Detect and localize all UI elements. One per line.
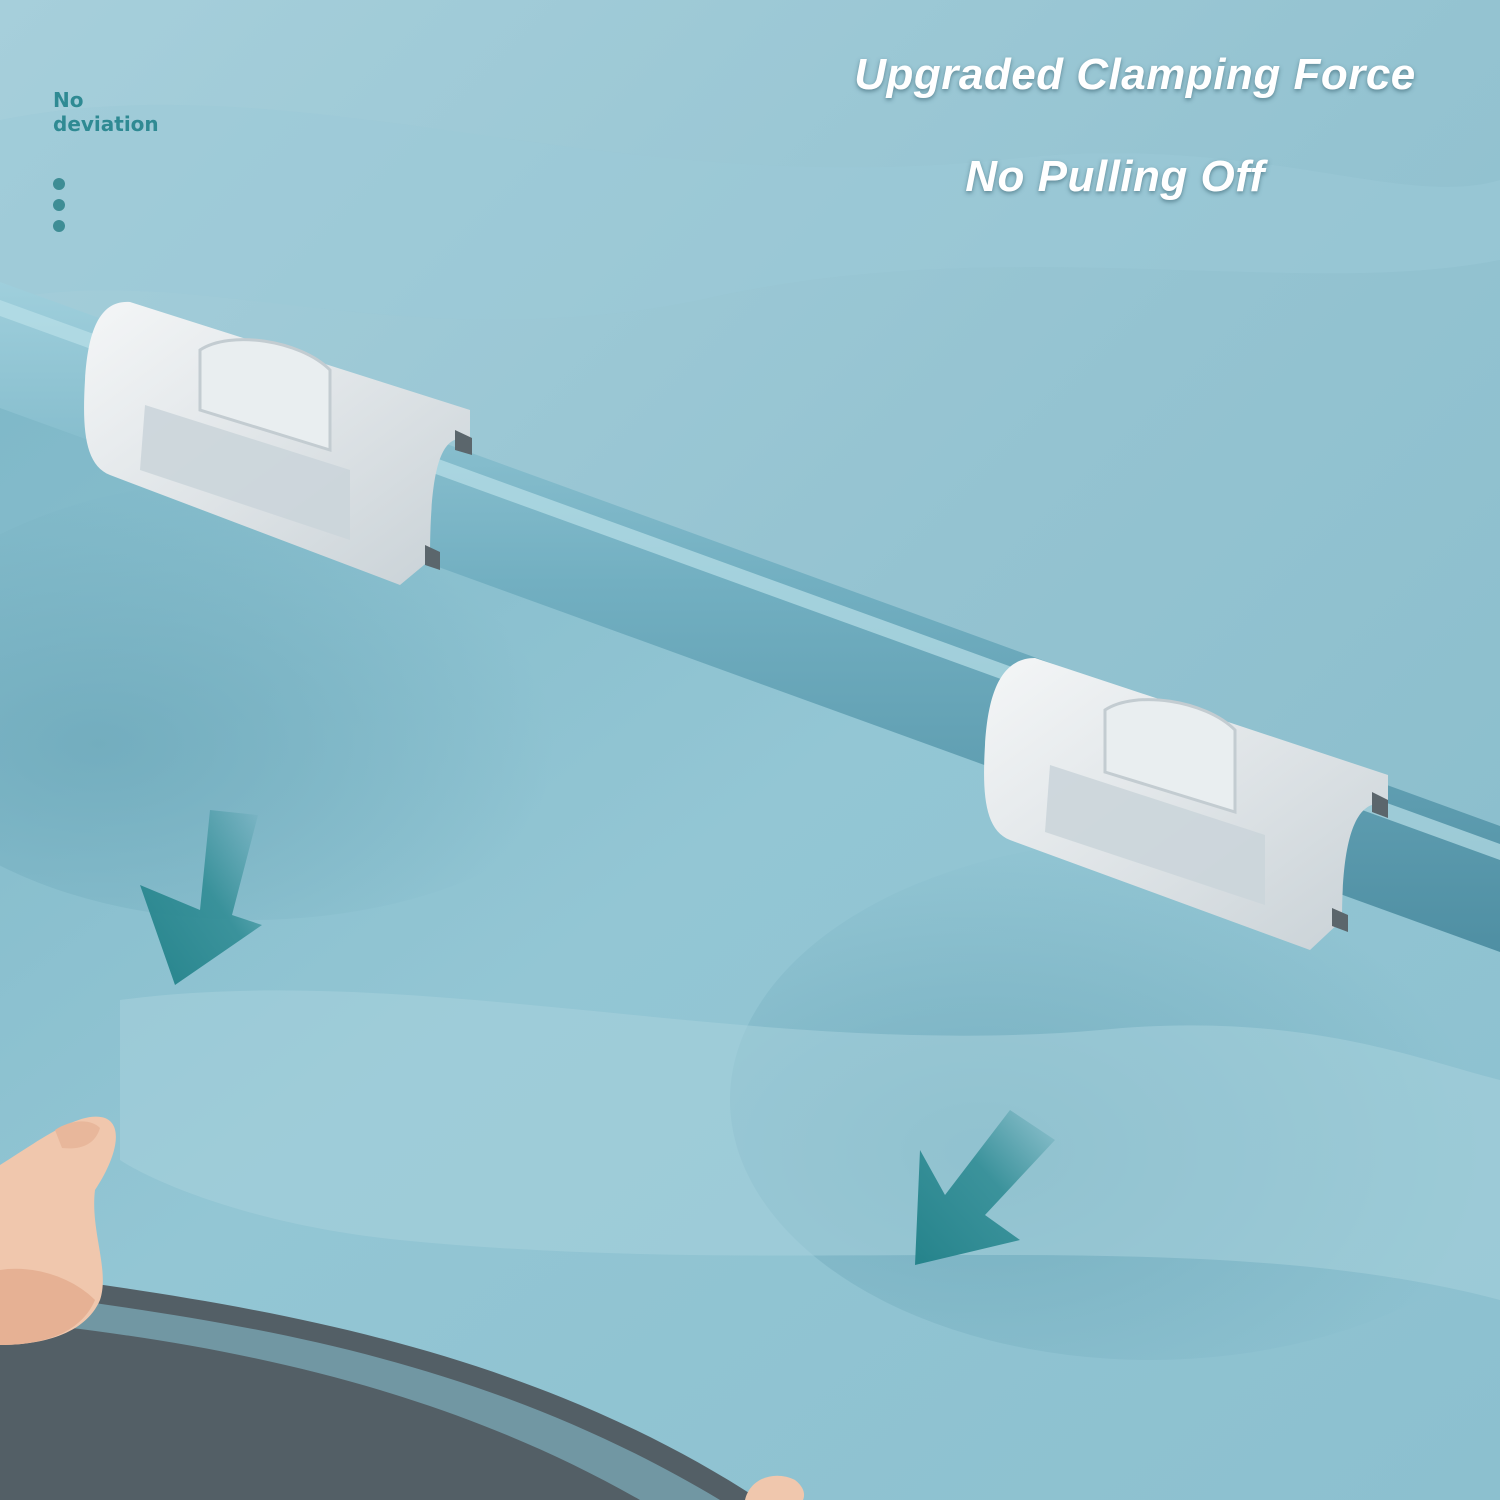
no-deviation-label: No deviation [53, 88, 253, 136]
clip-1 [84, 301, 472, 585]
hand [0, 1116, 116, 1345]
side-label-line-2: deviation [53, 112, 159, 136]
headline-no-pulling-off: No Pulling Off [965, 152, 1265, 201]
pagination-dots-icon [53, 178, 67, 241]
clip-2 [984, 658, 1388, 950]
dot [53, 178, 65, 190]
side-label-line-1: No [53, 88, 84, 112]
down-left-arrow-icon [140, 810, 262, 985]
headline-clamping-force: Upgraded Clamping Force [854, 50, 1416, 99]
dot [53, 220, 65, 232]
dot [53, 199, 65, 211]
down-left-arrow-icon-2 [915, 1110, 1055, 1265]
